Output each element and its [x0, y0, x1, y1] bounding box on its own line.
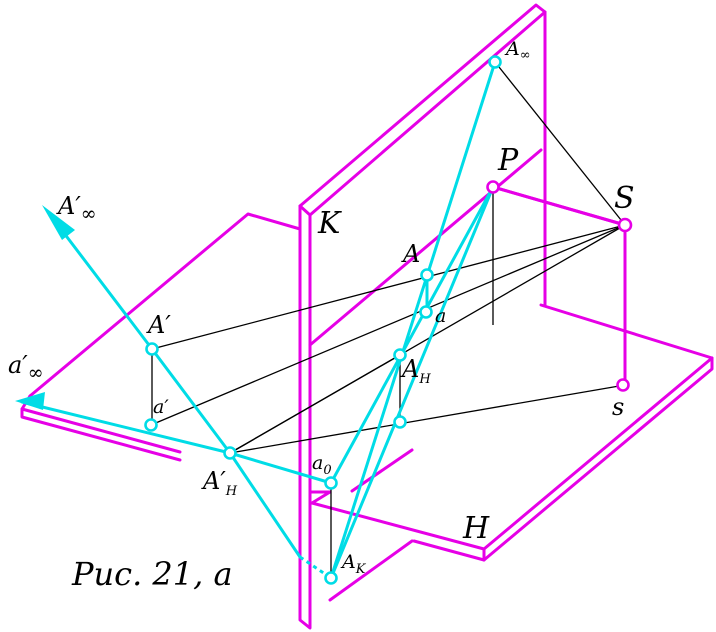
label-a-inf: A∞ — [504, 38, 531, 63]
cyan-lines — [20, 60, 497, 580]
arrow-a-prime-inf-lower — [15, 392, 45, 410]
point-a-prime-small — [144, 418, 158, 432]
point-a-inf — [488, 55, 502, 69]
point-a-prime-h — [223, 446, 237, 460]
label-s-small: s — [612, 393, 624, 421]
point-a — [420, 268, 434, 282]
point-s-ground — [616, 378, 630, 392]
label-p: P — [497, 143, 519, 178]
point-a-small — [419, 305, 433, 319]
label-a-prime-h: A′H — [201, 467, 238, 499]
arrow-a-prime-inf — [42, 205, 75, 240]
point-p — [486, 180, 500, 194]
label-a-prime: A′ — [146, 311, 171, 339]
point-a-h — [393, 348, 407, 362]
projection-rays — [150, 61, 626, 578]
label-a-prime-inf: A′∞ — [56, 192, 97, 225]
point-ground-mid — [393, 415, 407, 429]
labels: K P S H s A a AH a0 AK A∞ A′ a′ A′∞ a′∞ … — [8, 38, 635, 593]
plane-p — [491, 185, 627, 387]
label-s: S — [614, 181, 635, 216]
label-a-h: AH — [400, 355, 431, 387]
label-a-prime-inf-lower: a′∞ — [8, 351, 44, 384]
point-a-k — [324, 571, 338, 585]
figure-caption: Рис. 21, а — [71, 555, 233, 593]
point-a0 — [324, 476, 338, 490]
points — [144, 55, 633, 585]
label-h: H — [462, 511, 490, 546]
label-a-k: AK — [340, 551, 367, 577]
ground-plane-h — [20, 212, 714, 602]
point-a-prime — [145, 342, 159, 356]
label-a-small: a — [435, 305, 446, 327]
label-a0: a0 — [312, 452, 332, 478]
label-k: K — [317, 206, 342, 241]
arrowheads — [15, 205, 75, 410]
label-a: A — [401, 240, 420, 268]
picture-plane-k — [298, 3, 547, 630]
point-s — [617, 217, 633, 233]
label-a-prime-small: a′ — [153, 396, 169, 418]
